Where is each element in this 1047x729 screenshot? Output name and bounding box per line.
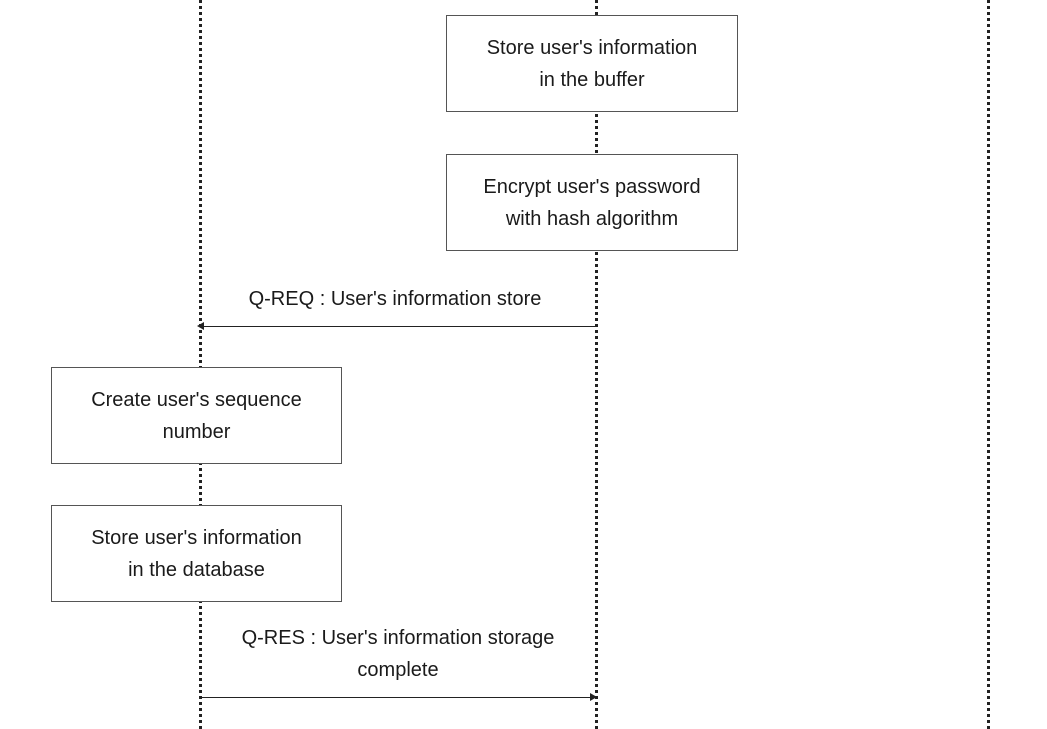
activity-box-create-sequence: Create user's sequence number <box>51 367 342 464</box>
message-arrow-q-req <box>204 326 596 327</box>
message-label-q-res: Q-RES : User's information storage compl… <box>241 627 555 681</box>
lifeline-right <box>987 0 990 729</box>
activity-box-encrypt-password: Encrypt user's password with hash algori… <box>446 154 738 251</box>
arrowhead-left-icon <box>197 322 204 330</box>
activity-box-store-buffer: Store user's information in the buffer <box>446 15 738 112</box>
message-arrow-q-res <box>201 697 590 698</box>
activity-box-store-database: Store user's information in the database <box>51 505 342 602</box>
arrowhead-right-icon <box>590 693 597 701</box>
lifeline-middle <box>595 0 598 729</box>
lifeline-left <box>199 0 202 729</box>
message-label-q-req: Q-REQ : User's information store <box>248 288 542 310</box>
